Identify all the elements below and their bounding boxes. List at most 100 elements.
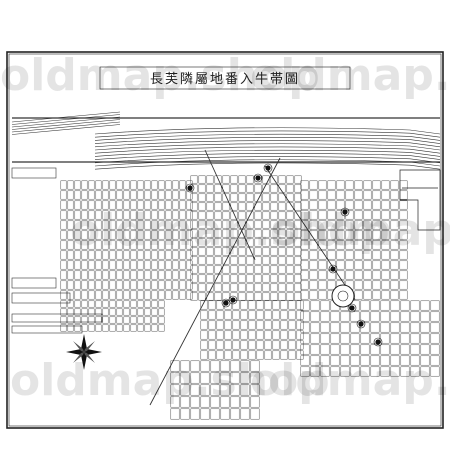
city-block [180,372,190,384]
city-block [67,240,74,250]
city-block [294,247,302,256]
city-block [310,300,320,311]
city-block [410,355,420,366]
city-block [214,193,222,202]
city-block [240,360,250,372]
city-block [116,180,123,190]
city-block [310,322,320,333]
city-block [278,256,286,265]
city-block [210,396,220,408]
city-block [130,200,137,210]
city-block [144,210,151,220]
city-block [81,316,88,324]
city-block [390,220,399,230]
city-block [340,355,350,366]
city-block [390,280,399,290]
city-block [206,247,214,256]
shrine-marker-icon [263,163,273,173]
city-block [60,230,67,240]
city-block [179,180,186,190]
city-block [390,240,399,250]
city-block [200,300,208,310]
city-block [180,384,190,396]
city-block [336,190,345,200]
city-block [95,260,102,270]
city-block [67,260,74,270]
city-block [200,340,208,350]
city-block [102,280,109,290]
city-block [102,260,109,270]
city-block [278,211,286,220]
city-block [254,256,262,265]
city-block [327,280,336,290]
city-block [240,340,248,350]
city-block [420,311,430,322]
city-block [116,220,123,230]
city-block [380,322,390,333]
railway-yard [11,111,441,170]
city-block [330,311,340,322]
city-block [345,270,354,280]
city-block [410,322,420,333]
city-block [294,265,302,274]
city-block [151,308,158,316]
city-block [264,320,272,330]
city-block [180,396,190,408]
city-block [240,384,250,396]
city-block [137,230,144,240]
city-block [198,274,206,283]
city-block [198,229,206,238]
city-block [380,344,390,355]
city-block [109,220,116,230]
city-block [158,324,165,332]
city-block [286,238,294,247]
city-block [300,210,309,220]
city-block [380,333,390,344]
city-block [238,292,246,301]
compass-rose-icon [66,334,102,370]
city-block [172,240,179,250]
city-block [320,344,330,355]
city-block [390,366,400,377]
city-block [320,300,330,311]
city-block [130,300,137,308]
map-frame [6,51,444,429]
city-block [246,292,254,301]
city-block [246,256,254,265]
city-block [210,372,220,384]
city-block [286,292,294,301]
city-block [144,290,151,300]
city-block [151,210,158,220]
city-block [327,240,336,250]
city-block [116,240,123,250]
city-block [286,283,294,292]
city-block [116,308,123,316]
city-block [248,350,256,360]
city-block [200,310,208,320]
city-block [232,350,240,360]
city-block [123,240,130,250]
city-block [151,300,158,308]
city-block [88,180,95,190]
city-block [74,180,81,190]
city-block [296,310,304,320]
rail-track [11,124,121,135]
city-block [200,384,210,396]
city-block [95,280,102,290]
right-canal [399,169,441,231]
city-block [238,238,246,247]
city-block [102,290,109,300]
city-block [278,220,286,229]
city-block [198,283,206,292]
city-block [81,290,88,300]
city-block [67,324,74,332]
city-block [165,240,172,250]
city-block [144,230,151,240]
city-block [67,200,74,210]
city-block [400,333,410,344]
city-block [206,184,214,193]
city-block [372,230,381,240]
city-block [116,200,123,210]
city-block [81,308,88,316]
